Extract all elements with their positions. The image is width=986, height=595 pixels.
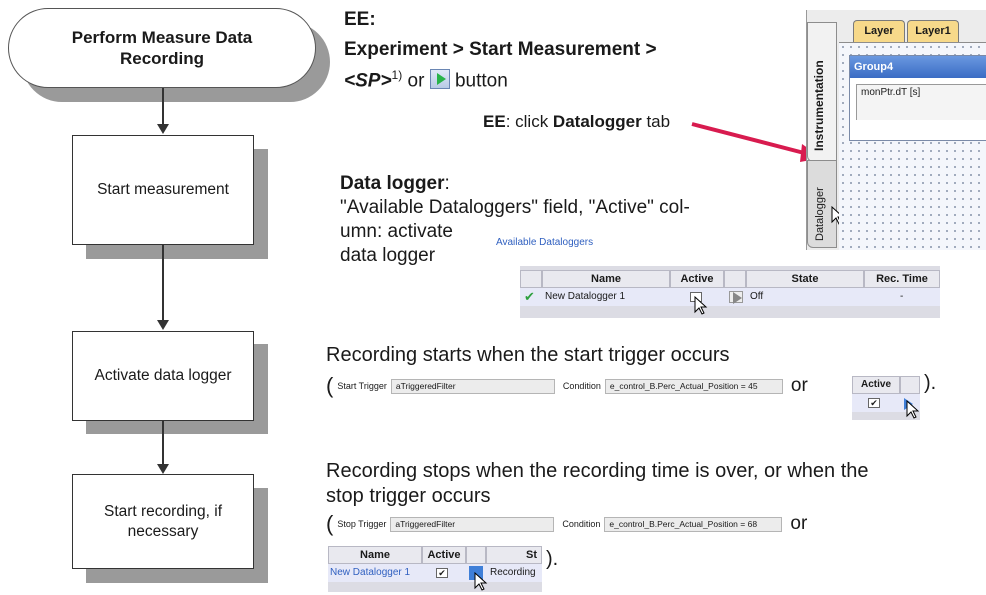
stop-text-line2: stop trigger occurs — [326, 485, 491, 507]
row-rectime: - — [900, 291, 904, 302]
col-header-name[interactable]: Name — [542, 270, 670, 288]
start-trigger-row: ( Start Trigger aTriggeredFilter Conditi… — [326, 373, 808, 398]
or-text: or — [790, 375, 808, 396]
start-trigger-field[interactable]: aTriggeredFilter — [390, 378, 555, 394]
active-checkbox-checked[interactable]: ✔ — [868, 398, 880, 408]
active-mini-table: Active ✔ — [852, 376, 920, 420]
tab-datalogger[interactable]: Datalogger — [807, 160, 837, 248]
flow-step-label: Start measurement — [97, 181, 229, 198]
flow-step-label: Start recording, if necessary — [103, 502, 223, 540]
flow-start-label: Perform Measure Data Recording — [71, 28, 253, 68]
col-header-active[interactable]: Active — [670, 270, 724, 288]
col-header-active[interactable]: Active — [852, 376, 900, 394]
cursor-icon — [474, 572, 488, 591]
cursor-icon — [694, 296, 708, 315]
row-name: New Datalogger 1 — [330, 567, 411, 578]
group-title: Group4 — [850, 56, 986, 78]
flow-connector — [162, 245, 164, 321]
flow-arrowhead — [157, 124, 169, 134]
stop-trigger-row: ( Stop Trigger aTriggeredFilter Conditio… — [326, 511, 808, 536]
cursor-icon — [906, 400, 920, 419]
ee-layer-screenshot: Instrumentation Datalogger Layer Layer1 … — [806, 10, 986, 250]
row-play-button[interactable] — [729, 291, 743, 304]
datalogger-heading: Data logger: — [340, 173, 450, 194]
flow-arrowhead — [157, 320, 169, 330]
flow-step-start-recording: Start recording, if necessary — [72, 474, 254, 569]
start-trigger-text: Recording starts when the start trigger … — [326, 344, 730, 366]
flow-arrowhead — [157, 464, 169, 474]
condition-label: Condition — [562, 519, 601, 529]
group-widget[interactable]: Group4 monPtr.dT [s] — [849, 55, 986, 141]
table-row[interactable]: ✔ New Datalogger 1 Off - — [520, 288, 940, 306]
signal-label: monPtr.dT [s] — [856, 84, 986, 120]
flow-start-terminal: Perform Measure Data Recording — [8, 8, 316, 88]
condition-label: Condition — [562, 381, 601, 391]
recording-table: Name Active St New Datalogger 1 ✔ Record… — [328, 546, 542, 592]
or-text: or — [407, 70, 425, 92]
start-play-button[interactable] — [429, 69, 450, 90]
col-header-name[interactable]: Name — [328, 546, 422, 564]
active-checkbox-checked[interactable]: ✔ — [436, 568, 448, 578]
col-header-state[interactable]: St — [486, 546, 542, 564]
stop-trigger-label: Stop Trigger — [337, 519, 387, 529]
stop-condition-field[interactable]: e_control_B.Perc_Actual_Position = 68 — [604, 516, 783, 532]
stop-text-line1: Recording stops when the recording time … — [326, 460, 869, 482]
ee-click-instruction: EE: click Datalogger tab — [483, 112, 671, 131]
tab-instrumentation-label: Instrumentation — [812, 60, 826, 151]
close-paren: ). — [924, 372, 937, 394]
sp-label: <SP> — [344, 70, 392, 92]
flow-step-activate-logger: Activate data logger — [72, 331, 254, 421]
row-state: Recording — [490, 567, 536, 578]
ee-heading: EE: — [344, 9, 376, 30]
available-dataloggers-table: Name Active State Rec. Time ✔ New Datalo… — [520, 266, 940, 318]
flow-step-label: Activate data logger — [94, 367, 232, 384]
button-word: button — [454, 70, 508, 92]
tab-instrumentation[interactable]: Instrumentation — [807, 22, 837, 162]
or-text: or — [790, 513, 808, 534]
datalogger-line1: "Available Dataloggers" field, "Active" … — [340, 197, 690, 218]
col-header-active[interactable]: Active — [422, 546, 466, 564]
flow-connector — [162, 88, 164, 125]
col-header-rectime[interactable]: Rec. Time — [864, 270, 940, 288]
start-trigger-label: Start Trigger — [337, 381, 387, 391]
check-icon: ✔ — [524, 289, 535, 304]
tab-layer1[interactable]: Layer1 — [907, 20, 959, 42]
play-icon — [436, 73, 446, 86]
col-header-state[interactable]: State — [746, 270, 864, 288]
table-row[interactable]: New Datalogger 1 ✔ Recording — [328, 564, 542, 582]
row-name: New Datalogger 1 — [545, 291, 626, 302]
flow-step-start-measurement: Start measurement — [72, 135, 254, 245]
available-dataloggers-caption: Available Dataloggers — [496, 237, 594, 248]
tab-layer[interactable]: Layer — [853, 20, 905, 42]
tab-datalogger-label: Datalogger — [814, 187, 826, 241]
datalogger-line2: umn: activate — [340, 221, 453, 242]
close-paren: ). — [546, 548, 559, 570]
stop-trigger-field[interactable]: aTriggeredFilter — [390, 516, 555, 532]
sp-line: <SP>1) or button — [344, 64, 508, 92]
footnote-marker: 1) — [391, 68, 403, 82]
row-state: Off — [750, 291, 764, 302]
menu-path: Experiment > Start Measurement > — [344, 39, 657, 60]
start-condition-field[interactable]: e_control_B.Perc_Actual_Position = 45 — [604, 378, 783, 394]
layer-canvas[interactable]: Group4 monPtr.dT [s] — [839, 42, 986, 250]
flow-connector — [162, 421, 164, 465]
datalogger-line3: data logger — [340, 245, 436, 266]
